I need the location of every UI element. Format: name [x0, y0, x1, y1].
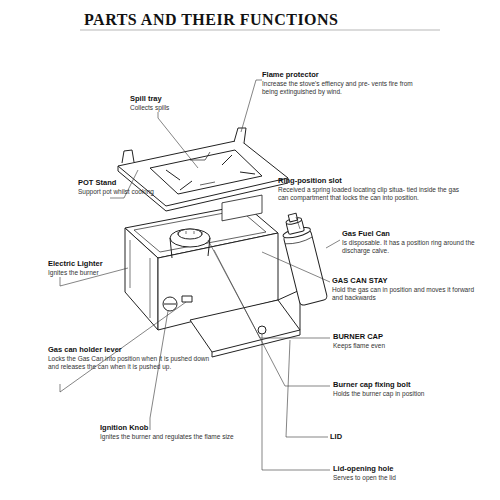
part-name: Lid-opening hole — [333, 464, 473, 473]
part-name: Electric Lighter — [48, 259, 168, 268]
burner-cap — [170, 229, 210, 247]
pot-stand — [118, 128, 288, 211]
ignition-knob — [163, 297, 177, 311]
part-description: Keeps flame even — [333, 342, 473, 350]
leader-lines — [60, 80, 340, 470]
part-name: Flame protector — [262, 70, 422, 79]
part-name: GAS CAN STAY — [332, 276, 477, 285]
part-description: Ignites the burner — [48, 269, 168, 277]
part-description: Hold the gas can in position and moves i… — [332, 286, 477, 302]
part-description: Received a spring loaded locating clip s… — [278, 186, 463, 202]
part-name: Gas can holder lever — [48, 345, 213, 354]
part-name: BURNER CAP — [333, 332, 473, 341]
part-description: Increase the stove's effiency and pre- v… — [262, 80, 422, 96]
gas-fuel-can — [279, 211, 328, 306]
part-name: POT Stand — [78, 178, 188, 187]
diagram-title: PARTS AND THEIR FUNCTIONS — [84, 10, 339, 30]
holder-lever — [182, 296, 192, 302]
part-description: Collects spills — [130, 104, 220, 112]
lid — [190, 290, 300, 357]
part-description: Is disposable. It has a position ring ar… — [342, 239, 482, 255]
flame-protector — [234, 128, 246, 143]
part-description: Support pot whilst cooking — [78, 188, 188, 196]
part-description: Holds the burner cap in position — [333, 390, 483, 398]
part-name: Ring-position slot — [278, 176, 463, 185]
part-name: Gas Fuel Can — [342, 229, 482, 238]
part-name: LID — [330, 432, 390, 441]
part-name: Spill tray — [130, 94, 220, 103]
part-description: Ignites the burner and regulates the fla… — [100, 433, 260, 441]
title-rule — [80, 30, 440, 31]
part-description: Serves to open the lid — [333, 474, 473, 482]
gas-can-stay — [222, 195, 262, 221]
part-description: Locks the Gas Can into position when it … — [48, 355, 213, 371]
part-name: Ignition Knob — [100, 423, 260, 432]
part-name: Burner cap fixing bolt — [333, 380, 483, 389]
lid-opening-hole — [258, 326, 266, 334]
